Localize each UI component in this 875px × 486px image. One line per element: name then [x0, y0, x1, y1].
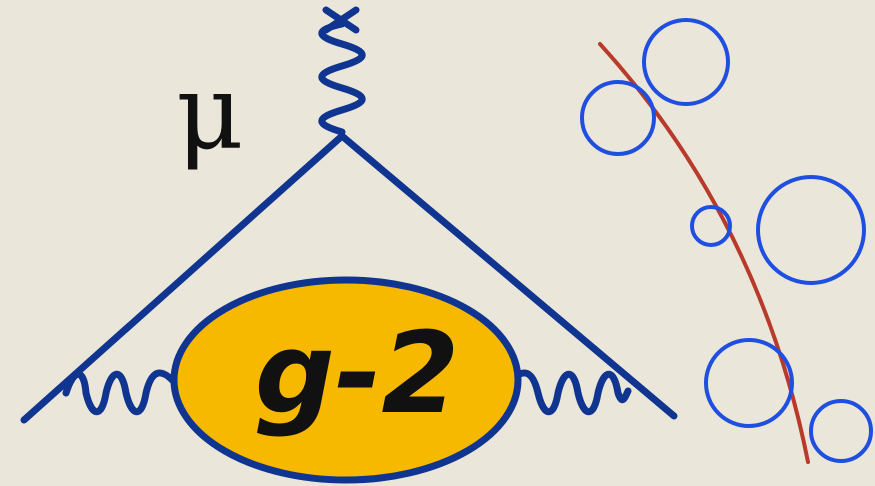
muon-label: μ	[176, 60, 244, 164]
hit-circle	[706, 340, 792, 426]
internal-photon-right	[508, 373, 628, 412]
hit-circle	[692, 207, 730, 245]
internal-photon-left	[66, 373, 176, 412]
hit-circle	[811, 401, 871, 461]
g-2-label: g-2	[222, 318, 492, 430]
particle-track	[600, 44, 808, 462]
external-photon-line	[322, 24, 363, 132]
hit-circle	[758, 177, 864, 283]
hit-circle	[582, 82, 654, 154]
hit-circle	[644, 20, 728, 104]
